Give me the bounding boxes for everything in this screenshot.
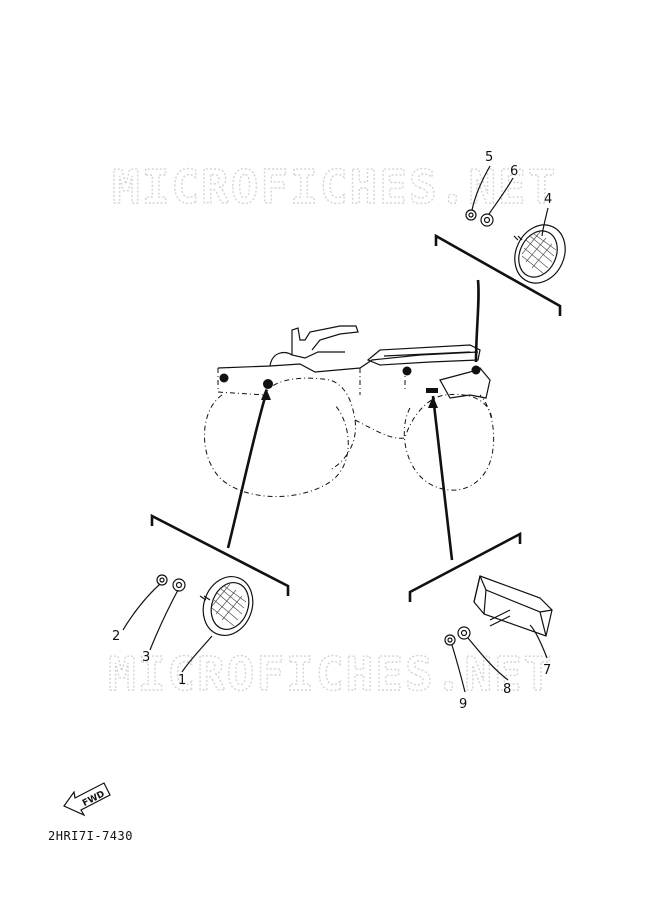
bracket-rear-light	[434, 233, 562, 316]
callout-8: 8	[503, 682, 511, 697]
atv-outline	[204, 325, 495, 497]
callout-6: 6	[510, 164, 518, 179]
front-mount-dot-left	[219, 373, 229, 383]
front-mount-dot	[263, 379, 273, 389]
leader-reflector	[431, 395, 454, 561]
callout-9: 9	[459, 697, 467, 712]
callout-7: 7	[543, 663, 551, 678]
reflector-assembly	[444, 575, 553, 646]
rear-reflector-mount	[426, 388, 438, 393]
callout-3: 3	[142, 650, 150, 665]
callout-1: 1	[178, 673, 186, 688]
side-mount-dot	[402, 366, 412, 376]
arrow-reflector	[428, 396, 438, 408]
forward-arrow-icon: FWD	[63, 782, 111, 817]
rear-light-assembly	[465, 209, 566, 284]
leader-rear-light	[474, 279, 480, 363]
callout-5: 5	[485, 150, 493, 165]
callout-2: 2	[112, 629, 120, 644]
watermark-bottom: MICROFICHES.NET	[108, 647, 553, 701]
rear-mount-dot	[471, 365, 481, 375]
diagram-code: 2HRI7I-7430	[48, 829, 133, 843]
bracket-reflector	[408, 531, 522, 602]
callout-4: 4	[544, 192, 552, 207]
watermark-top: MICROFICHES.NET	[112, 160, 557, 214]
bracket-front-light	[150, 513, 290, 596]
arrow-front-light	[261, 388, 271, 400]
front-light-assembly	[156, 574, 254, 636]
leader-front-light	[226, 393, 268, 549]
callout-leaders	[122, 165, 549, 693]
